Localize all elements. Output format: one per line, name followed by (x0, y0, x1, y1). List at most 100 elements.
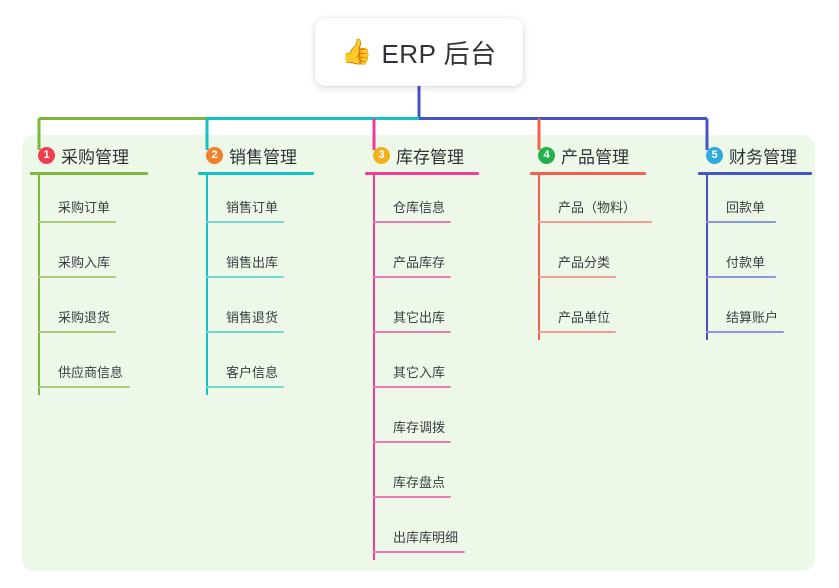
leaf-item-label: 结算账户 (726, 310, 779, 325)
leaf-item-label: 付款单 (726, 255, 766, 270)
branch-header-rule (698, 172, 812, 175)
leaf-item[interactable]: 采购入库 (30, 230, 180, 285)
branch-leaf-list: 产品（物料） 产品分类产品单位 (530, 175, 680, 340)
branch-header-rule (530, 172, 646, 175)
leaf-item-label: 产品库存 (393, 255, 446, 270)
branch-spine (538, 175, 540, 340)
leaf-item[interactable]: 其它入库 (365, 340, 515, 395)
branch-title: 采购管理 (61, 147, 129, 167)
branch-spine (706, 175, 708, 340)
leaf-item[interactable]: 仓库信息 (365, 175, 515, 230)
branch-header-3[interactable]: 3 库存管理 (365, 143, 515, 167)
leaf-item[interactable]: 产品库存 (365, 230, 515, 285)
branch-header-1[interactable]: 1 采购管理 (30, 143, 180, 167)
leaf-item-rule (373, 441, 451, 443)
root-node-title: ERP 后台 (381, 38, 497, 69)
leaf-item[interactable]: 产品（物料） (530, 175, 680, 230)
branch-header-5[interactable]: 5 财务管理 (698, 143, 838, 167)
leaf-item-label: 销售订单 (226, 200, 279, 215)
leaf-item-rule (38, 386, 130, 388)
leaf-item[interactable]: 采购订单 (30, 175, 180, 230)
branch-leaf-list: 采购订单采购入库采购退货供应商信息 (30, 175, 180, 395)
root-node-card[interactable]: 👍 ERP 后台 (315, 18, 523, 86)
leaf-item[interactable]: 库存调拨 (365, 395, 515, 450)
leaf-item-rule (38, 221, 116, 223)
branch-title: 财务管理 (729, 147, 797, 167)
branch-header-4[interactable]: 4 产品管理 (530, 143, 680, 167)
leaf-item-rule (206, 276, 284, 278)
leaf-item-label: 产品（物料） (558, 200, 637, 215)
branch-column-1: 1 采购管理采购订单采购入库采购退货供应商信息 (30, 143, 180, 395)
leaf-item-label: 库存盘点 (393, 475, 446, 490)
leaf-item-label: 其它出库 (393, 310, 446, 325)
leaf-item-label: 回款单 (726, 200, 766, 215)
branch-column-4: 4 产品管理产品（物料） 产品分类产品单位 (530, 143, 680, 340)
leaf-item-label: 产品分类 (558, 255, 611, 270)
leaf-item-rule (706, 276, 776, 278)
leaf-item-rule (38, 276, 116, 278)
leaf-item-rule (373, 496, 451, 498)
leaf-item[interactable]: 供应商信息 (30, 340, 180, 395)
leaf-item-label: 产品单位 (558, 310, 611, 325)
leaf-item-rule (373, 551, 465, 553)
leaf-item[interactable]: 付款单 (698, 230, 838, 285)
leaf-item-rule (206, 386, 284, 388)
leaf-item-rule (706, 221, 776, 223)
branch-header-rule (365, 172, 479, 175)
branch-column-5: 5 财务管理回款单付款单结算账户 (698, 143, 838, 340)
leaf-item-label: 仓库信息 (393, 200, 446, 215)
branch-title: 产品管理 (561, 147, 629, 167)
branch-number-badge: 4 (538, 146, 555, 164)
branch-spine (38, 175, 40, 395)
leaf-item[interactable]: 出库库明细 (365, 505, 515, 560)
branch-number-badge: 1 (38, 146, 55, 164)
leaf-item[interactable]: 库存盘点 (365, 450, 515, 505)
leaf-item-label: 出库库明细 (393, 530, 459, 545)
leaf-item-rule (373, 331, 451, 333)
leaf-item-label: 采购入库 (58, 255, 111, 270)
leaf-item-rule (206, 221, 284, 223)
leaf-item[interactable]: 其它出库 (365, 285, 515, 340)
leaf-item[interactable]: 销售出库 (198, 230, 348, 285)
leaf-item-rule (38, 331, 116, 333)
leaf-item[interactable]: 结算账户 (698, 285, 838, 340)
thumbs-up-icon: 👍 (341, 37, 373, 66)
leaf-item-label: 销售退货 (226, 310, 279, 325)
leaf-item-rule (373, 386, 451, 388)
leaf-item-rule (373, 276, 451, 278)
leaf-item-label: 库存调拨 (393, 420, 446, 435)
leaf-item-label: 采购退货 (58, 310, 111, 325)
branch-title: 销售管理 (229, 147, 297, 167)
branch-spine (373, 175, 375, 560)
branch-header-2[interactable]: 2 销售管理 (198, 143, 348, 167)
leaf-item[interactable]: 销售退货 (198, 285, 348, 340)
branch-title: 库存管理 (396, 147, 464, 167)
leaf-item-label: 客户信息 (226, 365, 279, 380)
branch-number-badge: 5 (706, 146, 723, 164)
branches-panel (22, 135, 815, 571)
leaf-item[interactable]: 产品分类 (530, 230, 680, 285)
leaf-item-label: 供应商信息 (58, 365, 124, 380)
branch-leaf-list: 仓库信息产品库存其它出库其它入库库存调拨库存盘点出库库明细 (365, 175, 515, 560)
leaf-item[interactable]: 客户信息 (198, 340, 348, 395)
leaf-item[interactable]: 销售订单 (198, 175, 348, 230)
leaf-item[interactable]: 采购退货 (30, 285, 180, 340)
branch-number-badge: 3 (373, 146, 390, 164)
branch-leaf-list: 销售订单销售出库销售退货客户信息 (198, 175, 348, 395)
leaf-item-label: 销售出库 (226, 255, 279, 270)
leaf-item[interactable]: 产品单位 (530, 285, 680, 340)
leaf-item-rule (206, 331, 284, 333)
leaf-item-label: 其它入库 (393, 365, 446, 380)
branch-header-rule (198, 172, 314, 175)
branch-column-3: 3 库存管理仓库信息产品库存其它出库其它入库库存调拨库存盘点出库库明细 (365, 143, 515, 560)
branch-header-rule (30, 172, 148, 175)
branch-column-2: 2 销售管理销售订单销售出库销售退货客户信息 (198, 143, 348, 395)
branch-number-badge: 2 (206, 146, 223, 164)
branch-spine (206, 175, 208, 395)
leaf-item-rule (538, 221, 652, 223)
branch-leaf-list: 回款单付款单结算账户 (698, 175, 838, 340)
leaf-item-rule (538, 276, 616, 278)
leaf-item-rule (706, 331, 784, 333)
leaf-item[interactable]: 回款单 (698, 175, 838, 230)
